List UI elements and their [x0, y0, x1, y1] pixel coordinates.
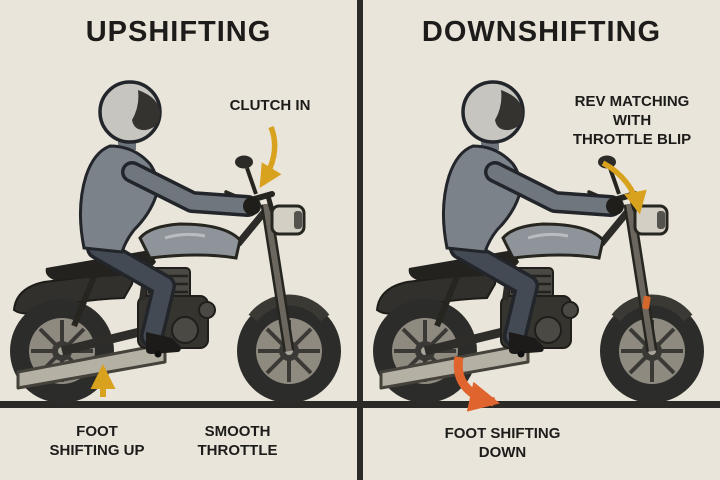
label-smooth-throttle: SMOOTH THROTTLE — [197, 423, 278, 459]
label-foot-shifting-down: FOOT SHIFTING DOWN — [444, 425, 561, 461]
upshifting-title: UPSHIFTING — [85, 16, 272, 48]
turn-signal — [642, 295, 651, 310]
label-rev-matching: REV MATCHING WITH THROTTLE BLIP — [572, 93, 692, 148]
label-foot-shifting-up: FOOT SHIFTING UP — [49, 423, 145, 459]
rev-matching-arrow — [601, 160, 647, 215]
upshifting-illustration — [0, 0, 357, 480]
label-clutch-in: CLUTCH IN — [229, 97, 311, 114]
foot-shift-down-arrow — [453, 356, 500, 412]
downshifting-title: DOWNSHIFTING — [421, 16, 662, 48]
panel-downshifting: DOWNSHIFTING REV MATCHING WITH THROTTLE … — [363, 0, 720, 480]
panel-upshifting: UPSHIFTING CLUTCH IN FOOT SHIFTING UP SM… — [0, 0, 357, 480]
downshifting-illustration — [363, 0, 720, 480]
clutch-in-arrow — [259, 125, 282, 188]
panel-divider — [357, 0, 363, 480]
